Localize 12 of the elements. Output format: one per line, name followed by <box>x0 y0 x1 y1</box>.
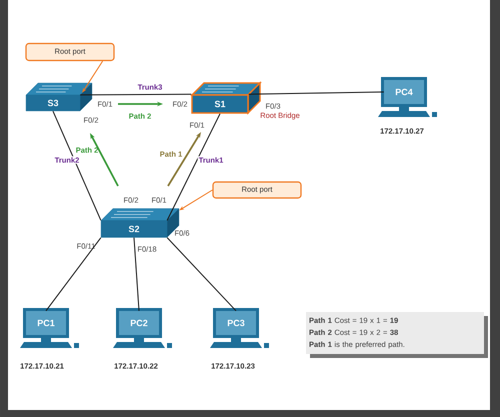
link-line <box>134 237 140 312</box>
computer-drawing: PC3 <box>210 308 269 348</box>
link-line <box>166 113 220 221</box>
link-line <box>248 92 384 95</box>
computer-drawing: PC4 <box>378 77 437 117</box>
link-line <box>80 94 192 96</box>
computer-drawing: PC1 <box>20 308 79 348</box>
link-line <box>52 110 102 221</box>
computer-drawing: PC2 <box>113 308 172 348</box>
link-line <box>166 237 236 312</box>
switch-drawing: S3 <box>26 82 92 112</box>
link-line <box>46 237 102 312</box>
